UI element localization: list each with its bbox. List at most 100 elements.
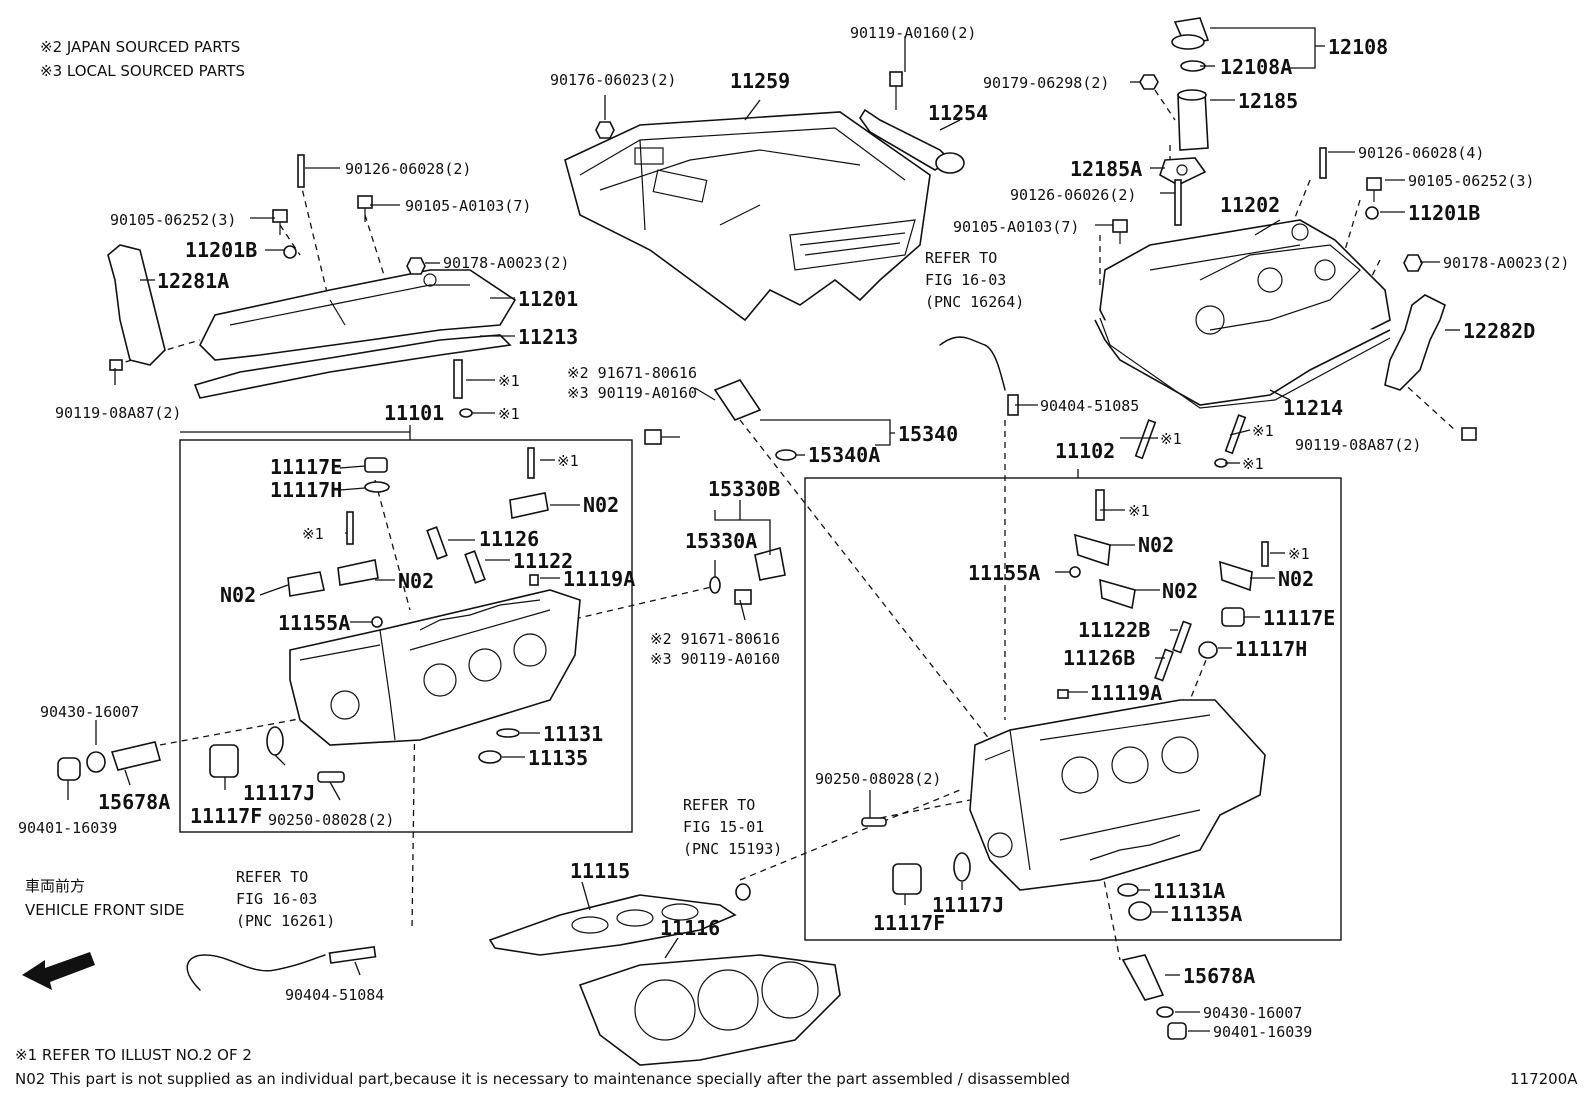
part-label: 90401-16039 — [1213, 1023, 1312, 1041]
part-label: 90178-A0023(2) — [1443, 254, 1569, 272]
part-label: ※1 — [1288, 545, 1310, 563]
small-parts-right — [861, 489, 1269, 921]
nut-90176 — [595, 121, 615, 139]
part-label: 90404-51085 — [1040, 397, 1139, 415]
gasket-15193 — [735, 883, 751, 901]
note-front-jp: 車両前方 — [25, 877, 85, 895]
part-label: ※1 — [557, 452, 579, 470]
refer-16261-l2: FIG 16-03 — [236, 890, 317, 908]
part-label: 15340A — [808, 443, 880, 467]
part-label: 11155A — [968, 561, 1040, 585]
part-label: 12281A — [157, 269, 229, 293]
part-label: 11135A — [1170, 902, 1242, 926]
gasket-11213 — [193, 334, 512, 399]
hose-16264 — [939, 336, 1006, 391]
refer-15193-l1: REFER TO — [683, 796, 755, 814]
part-label: 11122 — [513, 549, 573, 573]
engine-cover — [564, 111, 931, 322]
head-cover-11201 — [199, 269, 517, 361]
part-label: 11101 — [384, 401, 444, 425]
bracket-11254 — [859, 71, 965, 174]
note-japan: ※2 JAPAN SOURCED PARTS — [40, 38, 240, 56]
part-label: 90105-A0103(7) — [953, 218, 1079, 236]
part-label: 11201B — [185, 238, 257, 262]
part-label: 12185 — [1238, 89, 1298, 113]
part-label: N02 — [1278, 567, 1314, 591]
part-label: 12108A — [1220, 55, 1292, 79]
part-label: ※1 — [1160, 430, 1182, 448]
note-local: ※3 LOCAL SOURCED PARTS — [40, 62, 245, 80]
part-label: 90126-06028(2) — [345, 160, 471, 178]
refer-16264-l2: FIG 16-03 — [925, 271, 1006, 289]
part-label: 11117H — [270, 478, 342, 502]
part-label: ※1 — [1242, 455, 1264, 473]
part-label: 15330B — [708, 477, 780, 501]
footnote-1: ※1 REFER TO ILLUST NO.2 OF 2 — [15, 1046, 252, 1064]
part-label: N02 — [1162, 579, 1198, 603]
part-label: 90178-A0023(2) — [443, 254, 569, 272]
part-label: N02 — [398, 569, 434, 593]
part-label: 11117F — [190, 804, 262, 828]
part-label: 15678A — [98, 790, 170, 814]
part-label: 11214 — [1283, 396, 1343, 420]
part-label: 11119A — [563, 567, 635, 591]
part-label: ※1 — [498, 372, 520, 390]
part-label: 11259 — [730, 69, 790, 93]
refer-labels: REFER TO FIG 16-03 (PNC 16264) REFER TO … — [236, 249, 1024, 930]
part-label: 90105-A0103(7) — [405, 197, 531, 215]
part-label: 11126B — [1063, 646, 1135, 670]
bracket-12282D — [1384, 254, 1446, 391]
footnote-2: N02 This part is not supplied as an indi… — [15, 1070, 1070, 1088]
part-label: ※1 — [1128, 502, 1150, 520]
part-label: 15678A — [1183, 964, 1255, 988]
part-label: 11117H — [1235, 637, 1307, 661]
part-label: 11201B — [1408, 201, 1480, 225]
part-label: 11117J — [243, 781, 315, 805]
part-label: 11131A — [1153, 879, 1225, 903]
part-label: 90119-08A87(2) — [1295, 436, 1421, 454]
part-label: ※3 90119-A0160 — [650, 650, 780, 668]
part-label: 11201 — [518, 287, 578, 311]
part-labels: 90119-A0160(2) 12108 12108A 90179-06298(… — [18, 24, 1569, 1041]
part-label: 11102 — [1055, 439, 1115, 463]
part-label: ※1 — [302, 525, 324, 543]
part-label: ※2 91671-80616 — [567, 364, 697, 382]
part-label: 90404-51084 — [285, 986, 384, 1004]
part-label: N02 — [1138, 533, 1174, 557]
part-label: 90430-16007 — [1203, 1004, 1302, 1022]
hose-16261-inner — [186, 954, 326, 991]
part-label: 11126 — [479, 527, 539, 551]
part-label: 12282D — [1463, 319, 1535, 343]
part-label: 11119A — [1090, 681, 1162, 705]
part-label: 90126-06028(4) — [1358, 144, 1484, 162]
part-label: 11115 — [570, 859, 630, 883]
part-label: 11117E — [1263, 606, 1335, 630]
part-label: 11117J — [932, 893, 1004, 917]
hose-16264-inner — [939, 336, 1006, 391]
part-label: N02 — [220, 583, 256, 607]
part-label: 15330A — [685, 529, 757, 553]
notes: ※2 JAPAN SOURCED PARTS ※3 LOCAL SOURCED … — [15, 38, 1578, 1088]
part-label: ※2 91671-80616 — [650, 630, 780, 648]
oil-filler — [1139, 17, 1210, 186]
vehicle-front-arrow-icon — [22, 952, 95, 990]
part-label: ※1 — [498, 405, 520, 423]
gasket-11115 — [488, 894, 737, 956]
part-label: 90105-06252(3) — [110, 211, 236, 229]
part-label: 11116 — [660, 916, 720, 940]
refer-16261-l1: REFER TO — [236, 868, 308, 886]
part-label: 11131 — [543, 722, 603, 746]
bolts-left-top — [272, 154, 473, 418]
part-label: 90401-16039 — [18, 819, 117, 837]
part-label: 90119-A0160(2) — [850, 24, 976, 42]
note-front-en: VEHICLE FRONT SIDE — [25, 901, 185, 919]
plugs-bottom-right — [1121, 954, 1187, 1040]
part-label: 11155A — [278, 611, 350, 635]
refer-15193-l2: FIG 15-01 — [683, 818, 764, 836]
assembly-box-11102 — [804, 477, 1342, 941]
refer-16261-l3: (PNC 16261) — [236, 912, 335, 930]
part-label: 11117E — [270, 455, 342, 479]
cylinder-head-11102 — [969, 699, 1266, 891]
part-label: 90119-08A87(2) — [55, 404, 181, 422]
